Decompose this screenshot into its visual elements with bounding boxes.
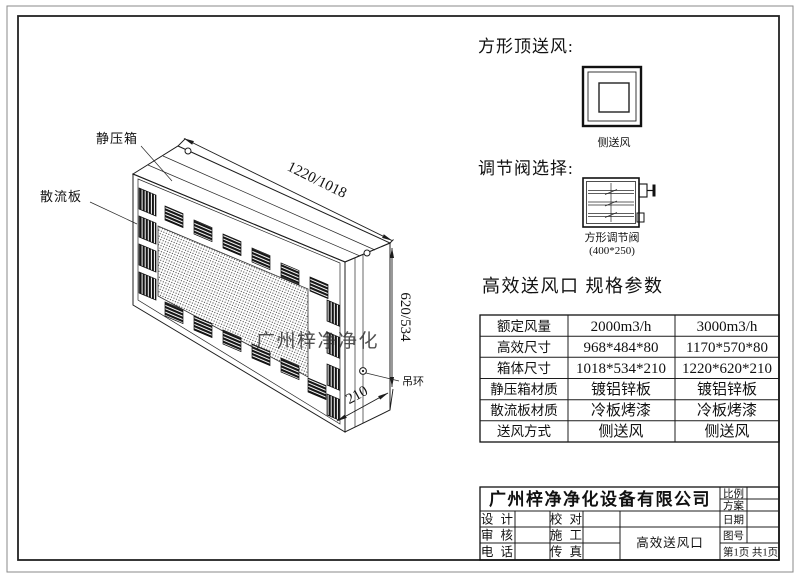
inner-border [17,15,780,561]
louver-vent [326,331,340,360]
louver-vent [138,215,157,245]
fax-label: 传 真 [550,544,584,559]
spec-row-value: 侧送风 [704,423,749,440]
square-outlet-inner [598,82,630,113]
louver-vent [280,262,300,286]
louver-vent [193,315,213,339]
spec-row-value: 侧送风 [598,423,643,440]
hepa-box-drawing: 1220/1018 620/534 210 静压箱 散流板 吊环 广州梓净净化 [40,131,424,433]
lifting-ring-label: 吊环 [402,375,424,388]
spec-row-value: 2000m3/h [591,319,652,335]
spec-row-value: 1220*620*210 [682,361,772,377]
spec-row-label: 静压箱材质 [490,382,558,397]
louver-vent [138,243,157,273]
plan-label: 方案 [723,499,744,512]
valve-caption-size: (400*250) [589,245,635,257]
diffuser-plate-label: 散流板 [40,189,82,204]
louver-vent [138,271,157,301]
construction-label: 施 工 [550,529,584,543]
date-label: 日期 [723,514,744,526]
dimension-height: 620/534 [389,247,413,411]
spec-row-value: 968*484*80 [584,340,659,356]
louver-vent [280,357,300,381]
specs-table: 额定风量 2000m3/h 3000m3/h 高效尺寸 968*484*80 1… [479,314,780,443]
spec-row-value: 1018*534*210 [576,361,666,377]
valve-heading: 调节阀选择: [478,159,574,178]
specs-heading: 高效送风口 规格参数 [482,276,664,296]
spec-row-label: 额定风量 [497,319,551,334]
louver-vent [193,219,213,243]
spec-row-value: 3000m3/h [697,319,758,335]
product-name: 高效送风口 [636,535,704,550]
spec-row-value: 冷板烤漆 [591,401,651,419]
label-diffuser-plate: 散流板 [40,189,138,225]
check-label: 校 对 [550,512,584,527]
lifting-ring-top-left [184,147,192,155]
title-block: 广州梓净净化设备有限公司 比例 方案 设 计 校 对 日期 审 核 施 工 图号… [479,486,780,561]
design-label: 设 计 [481,512,515,527]
valve-handle [652,184,656,197]
square-outlet-outer [581,65,643,128]
louver-vent [164,205,184,229]
spec-row-value: 1170*570*80 [686,340,768,356]
louver-vent [138,187,157,217]
review-label: 审 核 [481,528,515,543]
perforated-area [157,225,309,378]
drawing-no-label: 图号 [723,530,744,542]
spec-row-value: 镀铝锌板 [591,380,651,398]
valve-foot [636,212,645,223]
louver-vent [222,329,242,353]
label-lifting-ring: 吊环 [365,372,424,388]
louver-vent [307,377,327,401]
louver-vent [222,233,242,257]
spec-row-label: 高效尺寸 [497,339,551,355]
louver-vent [164,301,184,325]
specs-section: 高效送风口 规格参数 额定风量 2000m3/h 3000m3/h 高效尺寸 9… [479,276,780,443]
spec-row-label: 送风方式 [497,424,551,439]
louver-vent [326,299,340,328]
spec-row-label: 箱体尺寸 [497,361,551,376]
scale-label: 比例 [723,487,744,500]
square-outlet-mid [587,71,637,122]
valve-diagram [582,177,656,228]
spec-row-label: 散流板材质 [490,403,558,418]
lifting-ring-top-right [363,249,371,257]
top-supply-caption: 侧送风 [598,135,631,149]
dimension-length-text: 1220/1018 [284,159,349,202]
spec-row-value: 冷板烤漆 [697,401,757,419]
company-name: 广州梓净净化设备有限公司 [489,489,711,509]
top-supply-section: 方形顶送风: 侧送风 [478,37,643,149]
label-static-pressure-box: 静压箱 [96,131,173,182]
louver-vent [251,343,271,367]
valve-caption-name: 方形调节阀 [585,230,640,244]
louver-vent [251,247,271,271]
louver-vent [309,276,329,300]
phone-label: 电 话 [481,545,515,559]
static-pressure-box-label: 静压箱 [96,131,138,146]
top-supply-heading: 方形顶送风: [478,37,574,56]
watermark-text: 广州梓净净化 [256,330,379,352]
louver-vent [326,393,340,422]
spec-row-value: 镀铝锌板 [697,380,757,398]
dimension-height-text: 620/534 [397,292,413,342]
dimension-depth-text: 210 [343,383,370,408]
valve-section: 调节阀选择: 方形调节阀 (400*250) [478,159,656,257]
outer-border [6,5,794,573]
page-info: 第1页 共1页 [723,546,778,559]
louver-vent [326,363,340,392]
valve-actuator [638,183,648,198]
